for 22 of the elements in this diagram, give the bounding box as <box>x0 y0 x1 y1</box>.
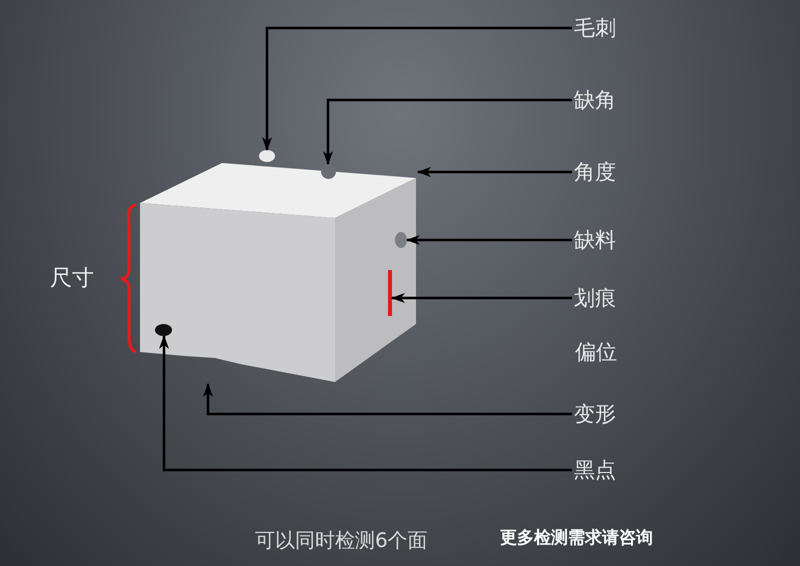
leader-arrow <box>323 98 572 165</box>
scratch-mark <box>388 270 392 316</box>
leader-arrow <box>417 167 572 177</box>
defect-label: 缺料 <box>572 227 618 253</box>
leader-arrow <box>203 383 572 416</box>
defect-label: 毛刺 <box>572 15 618 41</box>
dimension-label: 尺寸 <box>50 266 94 292</box>
note-text: 更多检测需求请咨询 <box>500 528 653 548</box>
cube-drawing <box>138 162 418 384</box>
leader-arrow <box>262 26 572 151</box>
defect-label: 黑点 <box>572 457 618 483</box>
defect-label: 缺角 <box>572 87 618 113</box>
leader-arrow <box>159 335 572 472</box>
defect-spot <box>321 164 336 179</box>
defect-label: 角度 <box>572 159 618 185</box>
defect-spot <box>259 150 275 162</box>
defect-label: 变形 <box>572 401 618 427</box>
note-text: 可以同时检测6个面 <box>255 528 428 552</box>
defect-label: 偏位 <box>575 340 617 366</box>
defect-label: 划痕 <box>572 285 618 311</box>
leader-arrow <box>406 235 572 245</box>
leader-arrow <box>391 293 572 303</box>
